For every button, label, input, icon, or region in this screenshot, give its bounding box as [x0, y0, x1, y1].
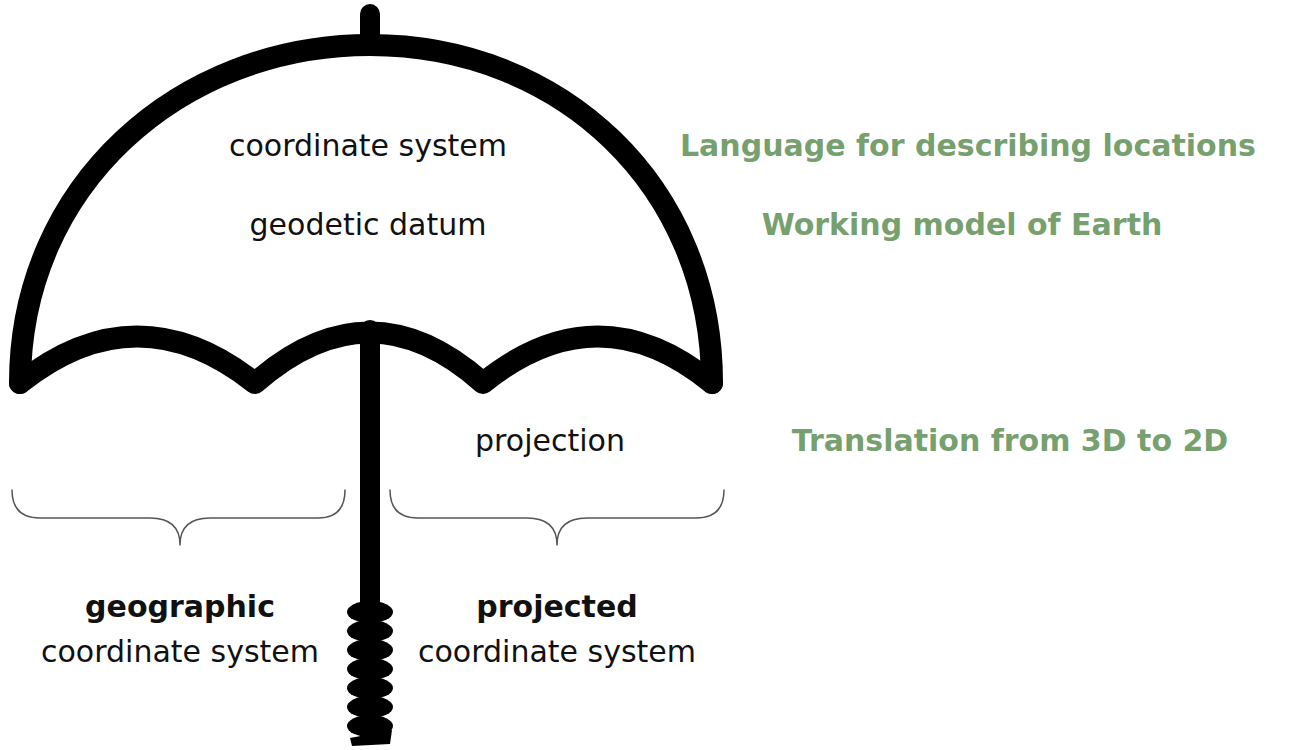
handle-coil — [347, 696, 393, 718]
handle-coil — [347, 639, 393, 661]
system-name: coordinate system — [418, 635, 696, 668]
system-type: projected — [476, 590, 637, 623]
brace — [390, 490, 724, 545]
umbrella-shaft — [360, 330, 380, 610]
brace — [12, 490, 345, 545]
projection-term: projection — [475, 424, 625, 457]
canopy-term: coordinate system — [229, 129, 507, 162]
handle-coil — [347, 601, 393, 623]
definition: Language for describing locations — [680, 129, 1256, 162]
system-type: geographic — [85, 590, 275, 623]
handle-coil — [347, 677, 393, 699]
system-name: coordinate system — [41, 635, 319, 668]
canopy-term: geodetic datum — [250, 208, 487, 241]
definition: Translation from 3D to 2D — [792, 424, 1229, 457]
definition: Working model of Earth — [762, 208, 1163, 241]
handle-coil — [347, 658, 393, 680]
umbrella-handle — [347, 601, 393, 746]
handle-coil — [347, 620, 393, 642]
handle-end — [350, 730, 392, 746]
